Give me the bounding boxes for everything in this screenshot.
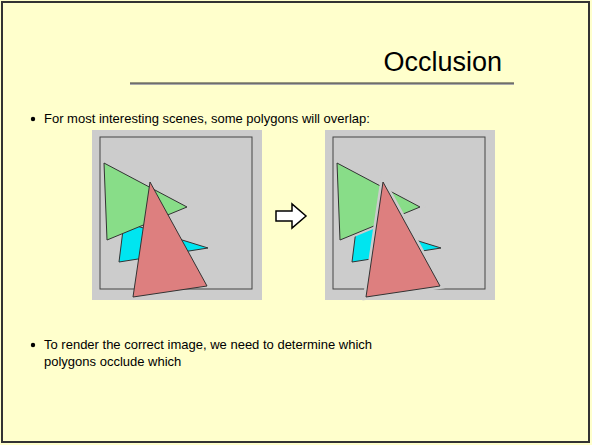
occlusion-panel [325, 130, 495, 300]
bullet-dot [31, 117, 35, 121]
bullet-text: To render the correct image, we need to … [44, 336, 424, 370]
panel-ground [325, 130, 495, 300]
arrow-symbol [276, 204, 306, 228]
gap-halo [366, 182, 440, 297]
bullet-text: For most interesting scenes, some polygo… [44, 110, 564, 127]
slide-title: Occlusion [383, 47, 502, 78]
overlap-panel [92, 130, 262, 300]
title-rule-shadow [130, 83, 514, 85]
red-polygon [366, 182, 440, 297]
bullet-dot [31, 343, 35, 347]
panel-ground [92, 130, 262, 300]
red-polygon [133, 182, 207, 297]
title-rule [130, 83, 514, 84]
